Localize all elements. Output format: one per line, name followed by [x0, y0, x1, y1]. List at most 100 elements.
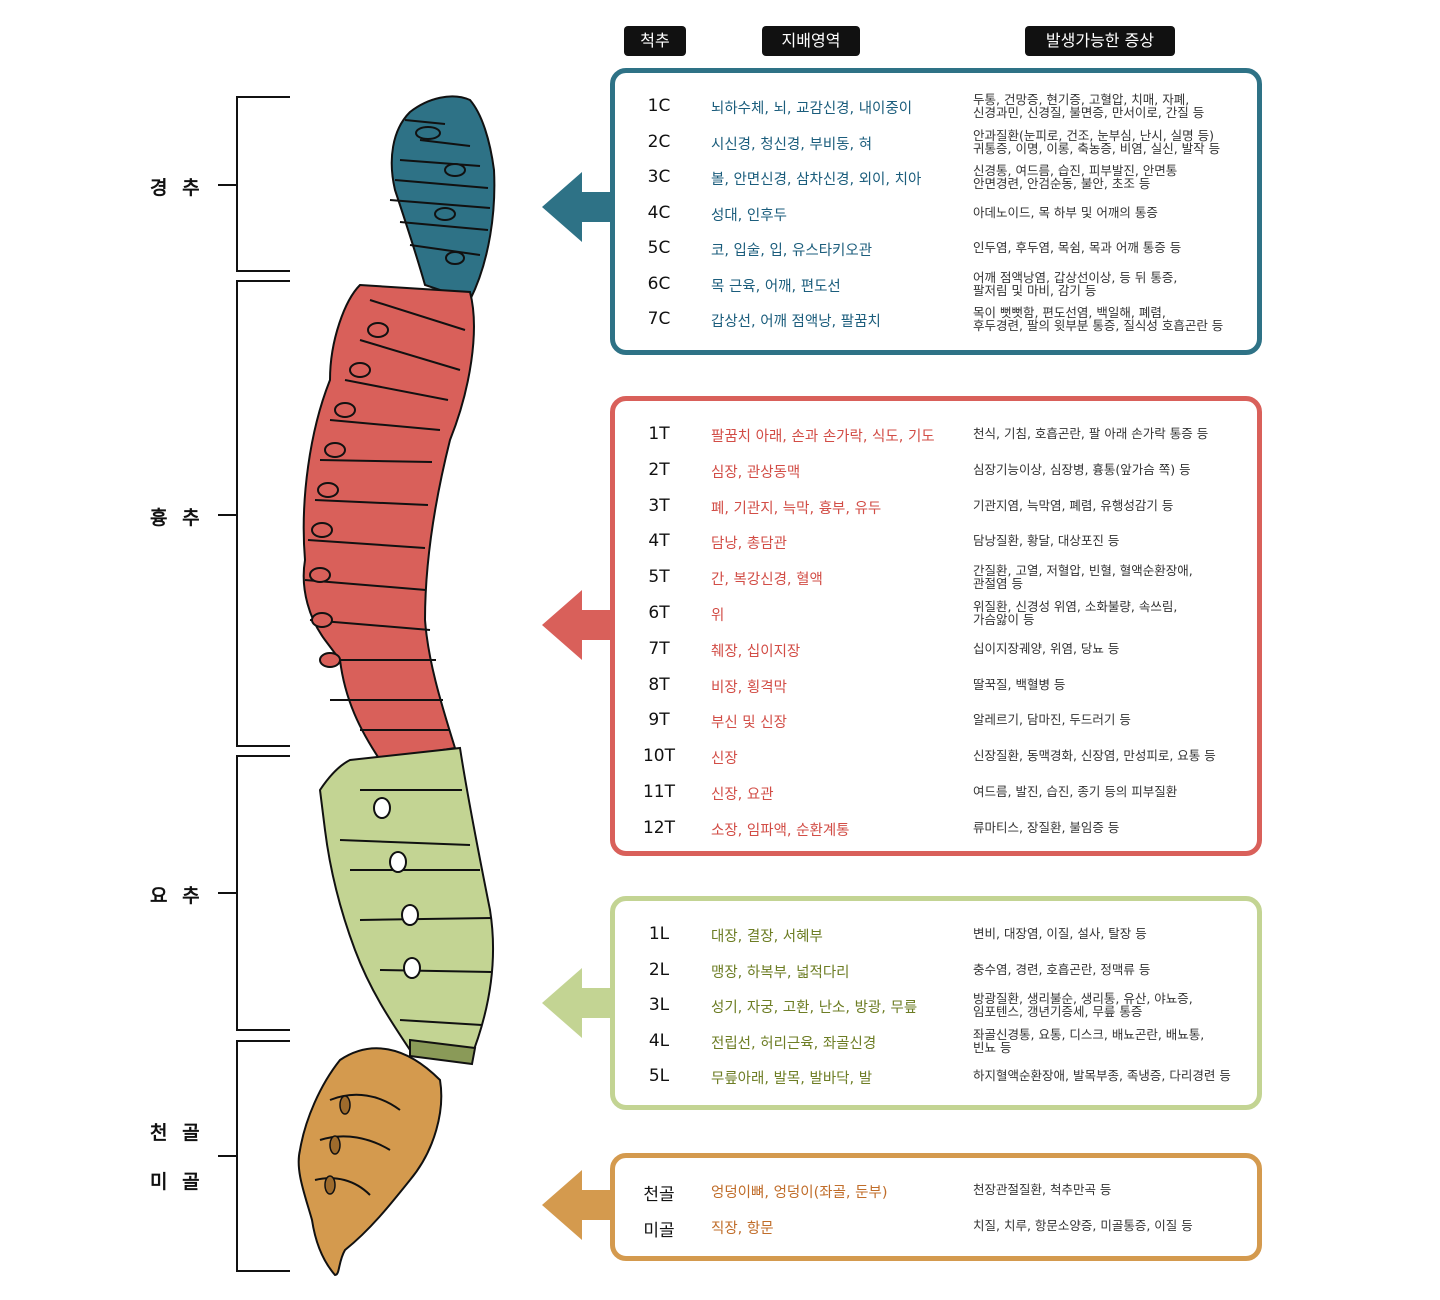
- governed-area: 소장, 임파액, 순환계통: [711, 822, 850, 839]
- governed-area: 전립선, 허리근육, 좌골신경: [711, 1035, 877, 1052]
- governed-area: 신장, 요관: [711, 787, 774, 803]
- sacrum-coccyx: [297, 1047, 443, 1277]
- sacral-arrow-icon: [542, 1170, 614, 1240]
- spine-row-thoracic: 12T 소장, 임파액, 순환계통 류마티스, 장질환, 불임증 등: [615, 810, 1257, 844]
- vertebra-code: 11T: [642, 782, 676, 802]
- governed-area: 목 근육, 어깨, 편도선: [711, 278, 841, 295]
- vertebra-code: 6C: [647, 273, 671, 294]
- governed-area: 담낭, 총담관: [711, 536, 787, 553]
- vertebra-code: 미골: [643, 1221, 675, 1241]
- vertebra-code: 8T: [648, 674, 670, 695]
- possible-symptoms: 신경통, 여드름, 습진, 피부발진, 안면통 안면경련, 안검순동, 불안, …: [973, 163, 1178, 191]
- possible-symptoms: 신장질환, 동맥경화, 신장염, 만성피로, 요통 등: [973, 748, 1216, 764]
- spine-row-sacral: 천골 엉덩이뼈, 엉덩이(좌골, 둔부) 천장관절질환, 척추만곡 등: [615, 1172, 1257, 1206]
- governed-area: 폐, 기관지, 늑막, 흉부, 유두: [711, 500, 882, 517]
- possible-symptoms: 하지혈액순환장애, 발목부종, 족냉증, 다리경련 등: [973, 1068, 1231, 1083]
- governed-area: 코, 입술, 입, 유스타키오관: [711, 243, 873, 259]
- spine-row-cervical: 1C 뇌하수체, 뇌, 교감신경, 내이중이 두통, 건망증, 현기증, 고혈압, …: [615, 88, 1257, 122]
- possible-symptoms: 변비, 대장염, 이질, 설사, 탈장 등: [973, 926, 1147, 941]
- governed-area: 신장: [711, 751, 738, 768]
- vertebra-code: 1C: [647, 96, 671, 116]
- spine-row-cervical: 6C 목 근육, 어깨, 편도선 어깨 점액낭염, 갑상선이상, 등 뒤 통증, 팔…: [615, 266, 1257, 300]
- spine-row-thoracic: 2T 심장, 관상동맥 심장기능이상, 심장병, 흉통(앞가슴 쪽) 등: [615, 452, 1257, 486]
- governed-area: 시신경, 청신경, 부비동, 혀: [711, 136, 873, 153]
- governed-area: 심장, 관상동맥: [711, 464, 801, 481]
- governed-area: 비장, 횡격막: [711, 679, 787, 696]
- spine-row-cervical: 2C 시신경, 청신경, 부비동, 혀 안과질환(눈피로, 건조, 눈부심, 난시,…: [615, 124, 1257, 158]
- thoracic-arrow-icon: [542, 590, 614, 660]
- vertebra-code: 7C: [647, 309, 671, 329]
- governed-area: 볼, 안면신경, 삼차신경, 외이, 치아: [711, 172, 922, 188]
- possible-symptoms: 심장기능이상, 심장병, 흉통(앞가슴 쪽) 등: [973, 461, 1191, 477]
- vertebra-code: 2L: [648, 959, 670, 980]
- governed-area: 성대, 인후두: [711, 207, 787, 224]
- vertebra-code: 2T: [648, 459, 670, 480]
- cervical-bracket: [218, 96, 290, 272]
- possible-symptoms: 류마티스, 장질환, 불임증 등: [973, 819, 1120, 835]
- vertebra-code: 2C: [647, 131, 671, 152]
- possible-symptoms: 충수염, 경련, 호흡곤란, 정맥류 등: [973, 961, 1151, 977]
- cervical-vertebrae: [389, 95, 496, 302]
- vertebra-code: 12T: [642, 817, 676, 838]
- governed-area: 뇌하수체, 뇌, 교감신경, 내이중이: [711, 101, 913, 117]
- spine-row-lumbar: 3L 성기, 자궁, 고환, 난소, 방광, 무릎 방광질환, 생리불순, 생리통,…: [615, 987, 1257, 1021]
- governed-area: 성기, 자궁, 고환, 난소, 방광, 무릎: [711, 1000, 918, 1016]
- vertebra-code: 6T: [648, 603, 670, 623]
- vertebra-code: 1L: [648, 924, 670, 944]
- governed-area: 부신 및 신장: [711, 715, 787, 732]
- spine-row-thoracic: 3T 폐, 기관지, 늑막, 흉부, 유두 기관지염, 늑막염, 폐렴, 유행성감기…: [615, 488, 1257, 522]
- header-area: 지배영역: [762, 26, 860, 56]
- spine-row-thoracic: 4T 담낭, 총담관 담낭질환, 황달, 대상포진 등: [615, 523, 1257, 557]
- governed-area: 갑상선, 어깨 점액낭, 팔꿈치: [711, 314, 881, 330]
- possible-symptoms: 기관지염, 늑막염, 폐렴, 유행성감기 등: [973, 497, 1174, 513]
- governed-area: 팔꿈치 아래, 손과 손가락, 식도, 기도: [711, 429, 935, 445]
- vertebra-code: 4T: [648, 531, 670, 552]
- spine-row-cervical: 5C 코, 입술, 입, 유스타키오관 인두염, 후두염, 목쉼, 목과 어깨 통증…: [615, 230, 1257, 264]
- vertebra-code: 5C: [647, 238, 671, 258]
- possible-symptoms: 아데노이드, 목 하부 및 어깨의 통증: [973, 204, 1158, 220]
- possible-symptoms: 두통, 건망증, 현기증, 고혈압, 치매, 자폐, 신경과민, 신경질, 불면…: [973, 92, 1205, 120]
- region-label-coccyx: 미 골: [150, 1171, 204, 1193]
- governed-area: 대장, 결장, 서혜부: [711, 929, 823, 945]
- region-label-lumbar: 요 추: [150, 885, 204, 907]
- vertebra-code: 5L: [648, 1066, 670, 1086]
- governed-area: 췌장, 십이지장: [711, 643, 801, 660]
- possible-symptoms: 어깨 점액낭염, 갑상선이상, 등 뒤 통증, 팔저림 및 마비, 감기 등: [973, 269, 1178, 298]
- spine-row-cervical: 7C 갑상선, 어깨 점액낭, 팔꿈치 목이 뻣뻣함, 편도선염, 백일해, 폐렴,…: [615, 301, 1257, 335]
- region-label-cervical: 경 추: [150, 177, 204, 199]
- lumbar-bracket: [218, 755, 290, 1031]
- governed-area: 위: [711, 608, 725, 624]
- possible-symptoms: 천장관절질환, 척추만곡 등: [973, 1182, 1112, 1197]
- vertebra-code: 3L: [648, 995, 670, 1015]
- possible-symptoms: 목이 뻣뻣함, 편도선염, 백일해, 폐렴, 후두경련, 팔의 윗부분 통증, …: [973, 305, 1224, 333]
- vertebra-code: 4L: [648, 1030, 670, 1051]
- vertebra-code: 천골: [643, 1185, 675, 1205]
- governed-area: 엉덩이뼈, 엉덩이(좌골, 둔부): [711, 1185, 888, 1201]
- header-symptoms: 발생가능한 증상: [1025, 26, 1175, 56]
- region-label-thoracic: 흉 추: [150, 507, 204, 529]
- possible-symptoms: 위질환, 신경성 위염, 소화불량, 속쓰림, 가슴앓이 등: [973, 599, 1178, 627]
- spine-row-lumbar: 1L 대장, 결장, 서혜부 변비, 대장염, 이질, 설사, 탈장 등: [615, 916, 1257, 950]
- possible-symptoms: 안과질환(눈피로, 건조, 눈부심, 난시, 실명 등) 귀통증, 이명, 이롱…: [973, 127, 1221, 156]
- vertebra-code: 3T: [648, 495, 670, 516]
- possible-symptoms: 알레르기, 담마진, 두드러기 등: [973, 712, 1131, 728]
- possible-symptoms: 방광질환, 생리불순, 생리통, 유산, 야뇨증, 임포텐스, 갱년기증세, 무…: [973, 991, 1193, 1019]
- possible-symptoms: 인두염, 후두염, 목쉼, 목과 어깨 통증 등: [973, 240, 1182, 255]
- possible-symptoms: 담낭질환, 황달, 대상포진 등: [973, 533, 1120, 549]
- vertebra-code: 1T: [648, 424, 670, 444]
